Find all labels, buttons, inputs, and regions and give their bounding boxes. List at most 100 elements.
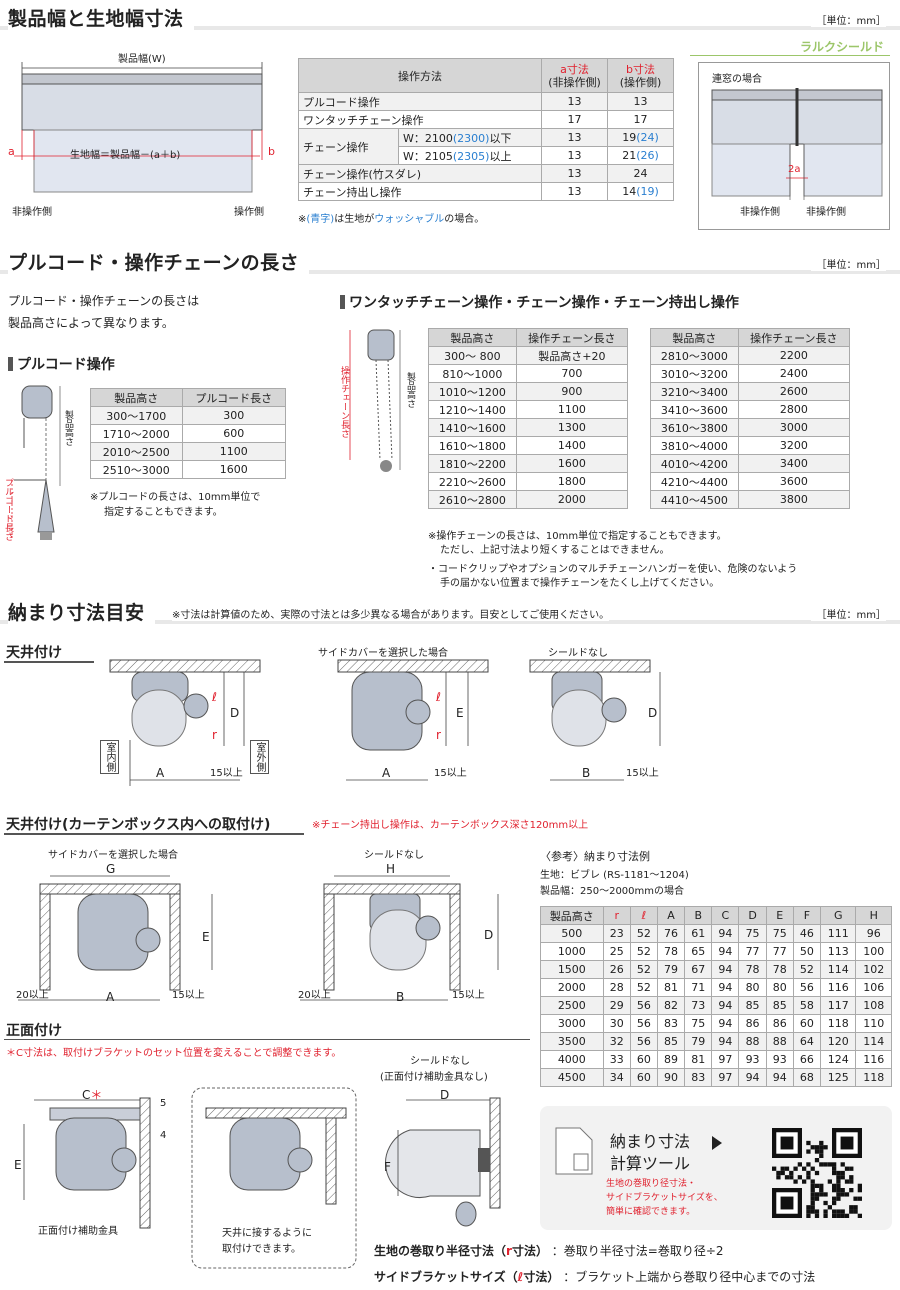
renso-2a: 2a [788,164,801,175]
box-fig1-title: サイドカバーを選択した場合 [48,850,178,861]
non-operation-side: 非操作側 [12,207,52,218]
qr-code-icon[interactable] [772,1128,862,1218]
box-fig2-title: シールドなし [364,850,424,861]
front2-note-1: 天井に接するように [222,1228,312,1239]
front1-E: E [14,1158,22,1172]
ref-title: 〈参考〉納まり寸法例 [540,850,650,863]
front-title: 正面付け [6,1023,62,1039]
length-intro-2: 製品高さによって異なります。 [8,316,174,330]
section-title-fit: 納まり寸法目安 ※寸法は計算値のため、実際の寸法とは多少異なる場合があります。目… [0,596,900,626]
renso-title: 連窓の場合 [712,74,762,85]
renso-diagram [711,88,883,200]
pull-title: プルコード操作 [8,354,115,374]
front-note: ＊C寸法は、取付けブラケットのセット位置を変えることで調整できます。 [6,1048,342,1059]
header-cell: F [792,906,822,925]
chain-note-3: ・コードクリップやオプションのマルチチェーンハンガーを使い、危険のないよう [428,564,798,575]
calc-tool-title-1: 納まり寸法 [610,1132,691,1151]
ceil3-B: B [582,766,591,780]
chain-note-1: ※操作チェーンの長さは、10mm単位で指定することもできます。 [428,531,727,542]
header-cell: H [855,906,892,925]
calc-tool-desc-2: サイドブラケットサイズを、 [606,1193,723,1203]
box2-20: 20以上 [298,990,331,1001]
front1-C: C＊ [82,1088,103,1102]
front3-title-b: (正面付け補助金具なし) [380,1072,488,1083]
box2-15: 15以上 [452,990,485,1001]
front-diagrams [23,1087,501,1269]
header-cell: 操作チェーン長さ [515,328,629,347]
header-cell: ℓ [629,906,658,925]
box-title: 天井付け(カーテンボックス内への取付け) [6,817,271,833]
box2-H: H [386,862,396,876]
header-cell: 製品高さ [428,328,517,347]
length-intro-1: プルコード・操作チェーンの長さは [8,294,200,308]
header-cell: B [684,906,713,925]
chain-diagram [349,329,401,472]
pull-note-2: 指定することもできます。 [104,507,223,518]
ceil1-15: 15以上 [210,768,243,779]
b-label: b [268,145,275,158]
ref-cloth: 生地：ビブレ (RS-1181～1204) [540,870,689,881]
calc-tool-icon [555,1127,593,1175]
renso-box [698,62,890,230]
front1-4: 4 [160,1130,167,1141]
ceil2-l: ℓ [436,690,441,704]
box1-A: A [106,990,115,1004]
ceiling-fig3-title: シールドなし [548,648,608,659]
renso-right: 非操作側 [806,207,846,218]
box-diagrams [18,875,499,1001]
ceil1-outdoor: 室外側 [250,740,269,774]
calc-tool-desc-3: 簡単に確認できます。 [606,1207,696,1217]
pull-fig-height: 製品高さ [63,410,73,446]
section-title-length: プルコード・操作チェーンの長さ ［単位：mm］ [0,246,900,276]
chain-fig-height: 製品高さ [405,372,415,408]
arrow-right-icon [712,1136,722,1150]
pull-fig-cord: プルコード長さ [3,478,13,541]
box1-G: G [106,862,116,876]
box1-15: 15以上 [172,990,205,1001]
cloth-formula: 生地幅＝製品幅－(a＋b) [70,150,181,161]
ceil3-D: D [648,706,658,720]
ceil1-indoor: 室内側 [100,740,119,774]
front1-5: 5 [160,1098,167,1109]
front3-D: D [440,1088,450,1102]
ceil2-r: r [436,728,441,742]
header-cell: G [819,906,857,925]
front2-note-2: 取付けできます。 [222,1244,301,1255]
a-label: a [8,145,15,158]
ceil2-E: E [456,706,464,720]
box2-D: D [484,928,494,942]
chain-note-4: 手の届かない位置まで操作チェーンをたくし上げてください。 [440,578,720,589]
box2-B: B [396,990,405,1004]
box-note: ※チェーン持出し操作は、カーテンボックス深さ120mm以上 [312,820,589,831]
box1-20: 20以上 [16,990,49,1001]
header-cell: D [738,906,767,925]
ceil1-r: r [212,728,217,742]
ceil2-15: 15以上 [434,768,467,779]
ref-width: 製品幅：250～2000mmの場合 [540,886,685,897]
chain-fig-length: 操作チェーン長さ [339,366,349,438]
header-cell: r [602,906,631,925]
front3-F: F [384,1160,391,1174]
header-cell: E [765,906,794,925]
ceiling-fig2-title: サイドカバーを選択した場合 [318,648,448,659]
header-cell: 製品高さ [650,328,739,347]
ceil3-15: 15以上 [626,768,659,779]
